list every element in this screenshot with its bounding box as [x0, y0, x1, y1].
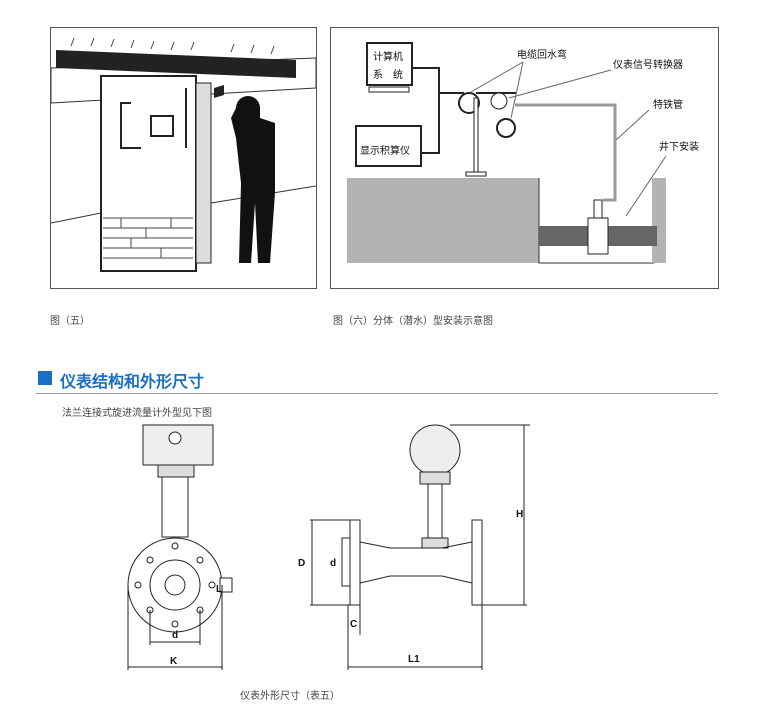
submersible-installation-diagram: 计算机 系 统 显示积算仪 电缆回水弯 仪表信号转换器 特铁管 井下安装: [347, 42, 699, 264]
dim-L: L: [216, 584, 222, 595]
figure-6-illustration: 计算机 系 统 显示积算仪 电缆回水弯 仪表信号转换器 特铁管 井下安装: [330, 27, 719, 289]
dim-d-side: d: [330, 558, 336, 569]
side-view: [310, 424, 530, 670]
section-marker: [38, 371, 52, 385]
computer-label-2: 系 统: [373, 68, 403, 81]
section-subtitle: 法兰连接式旋进流量计外型见下图: [62, 408, 212, 419]
dimensions-caption: 仪表外形尺寸（表五）: [240, 691, 340, 702]
dimension-drawings: L d K D d H C L1: [127, 424, 530, 670]
person-reading-meter-drawing: [51, 37, 316, 272]
dim-L1: L1: [408, 654, 420, 665]
section-title: 仪表结构和外形尺寸: [60, 372, 205, 391]
figure-5-illustration: [50, 27, 317, 289]
front-view: [127, 424, 233, 670]
converter-label: 仪表信号转换器: [613, 58, 683, 71]
pipe-label: 特铁管: [653, 98, 683, 111]
dim-d: d: [172, 630, 178, 641]
dim-D: D: [298, 558, 305, 569]
dim-C: C: [350, 619, 357, 630]
figure-5-caption: 图（五）: [50, 316, 90, 327]
dim-K: K: [170, 656, 178, 667]
computer-label: 计算机: [373, 50, 403, 63]
section-divider: [36, 393, 718, 394]
dim-H: H: [516, 509, 523, 520]
cable-loop-label: 电缆回水弯: [517, 48, 567, 61]
underground-label: 井下安装: [659, 140, 699, 153]
figure-6-caption: 图（六）分体（潜水）型安装示意图: [333, 316, 493, 327]
display-totalizer-label: 显示积算仪: [360, 144, 410, 157]
